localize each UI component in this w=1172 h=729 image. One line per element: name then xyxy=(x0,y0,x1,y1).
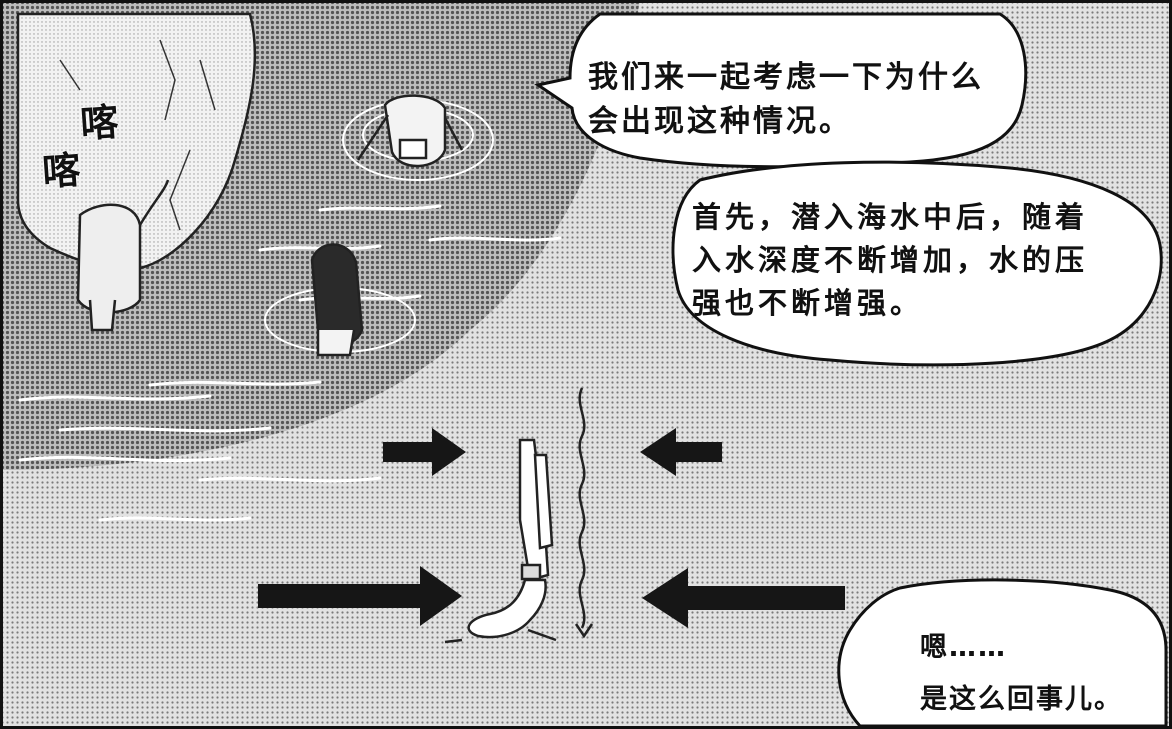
bubble-middle-line-2: 入水深度不断增加，水的压 xyxy=(692,243,1089,277)
bubble-middle-line-1: 首先，潜入海水中后，随着 xyxy=(692,200,1089,234)
arrow-right-small xyxy=(383,428,466,476)
figure-on-rock xyxy=(76,179,170,332)
swimmer-long-hair xyxy=(264,243,416,357)
pressure-arrows xyxy=(258,428,845,628)
rock-cracks xyxy=(59,39,216,231)
arrow-right-large xyxy=(258,566,462,626)
sound-effect-ka-1: 喀 xyxy=(78,98,120,147)
rock xyxy=(16,12,257,271)
speech-bubble-middle xyxy=(671,160,1163,367)
bubble-top-line-2: 会出现这种情况。 xyxy=(588,104,852,139)
bubble-middle-text: 首先，潜入海水中后，随着 入水深度不断增加，水的压 强也不断增强。 xyxy=(692,196,1088,325)
bubble-top-line-1: 我们来一起考虑一下为什么 xyxy=(588,60,984,95)
arrow-left-large xyxy=(642,568,845,628)
bubble-bottom-text: 嗯…… 是这么回事儿。 xyxy=(920,622,1123,726)
bubble-bottom-line-1: 嗯…… xyxy=(920,632,1007,663)
arrow-left-small xyxy=(640,428,722,476)
speech-bubble-bottom xyxy=(837,578,1168,728)
bubble-top-text: 我们来一起考虑一下为什么 会出现这种情况。 xyxy=(588,56,984,144)
depth-wavy-line xyxy=(578,387,586,629)
swimmer-top xyxy=(342,94,494,181)
bubble-middle-line-3: 强也不断增强。 xyxy=(692,286,924,320)
bubble-bottom-line-2: 是这么回事儿。 xyxy=(920,684,1123,715)
sound-effect-ka-2: 喀 xyxy=(40,146,82,195)
water-ripples xyxy=(18,204,562,522)
diver-figure xyxy=(444,438,557,644)
